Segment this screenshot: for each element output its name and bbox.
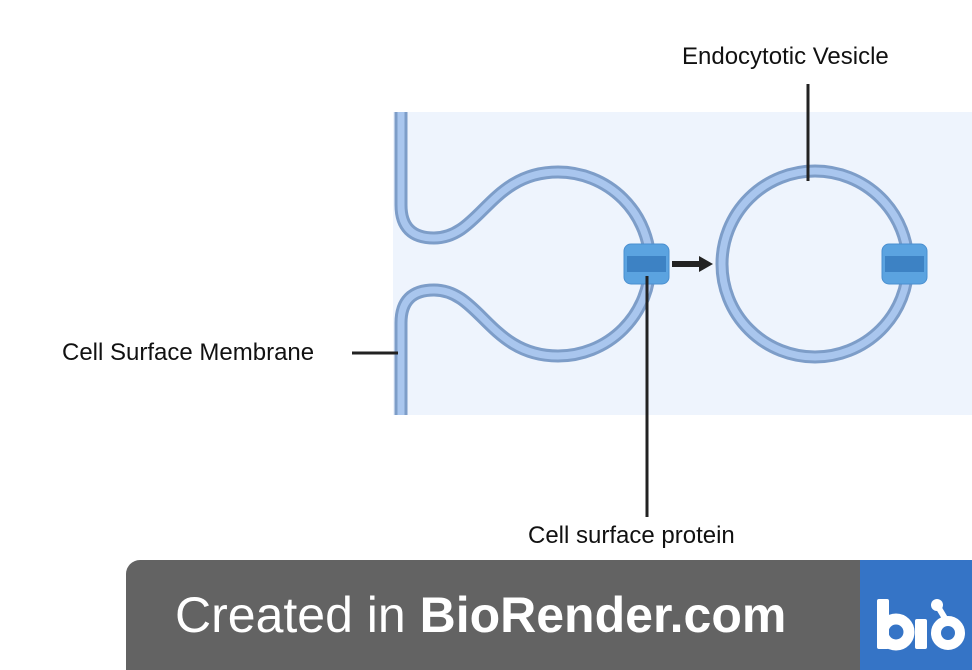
cell-surface-protein [623, 243, 670, 285]
membrane-label: Cell Surface Membrane [62, 339, 315, 366]
footer-text: Created in BioRender.com [175, 586, 786, 644]
vesicle-label: Endocytotic Vesicle [682, 43, 889, 70]
biorender-logo [860, 560, 972, 670]
vesicle-protein [881, 243, 928, 285]
arrow-icon [672, 256, 713, 272]
protein-label: Cell surface protein [528, 522, 735, 549]
biorender-footer: Created in BioRender.com [126, 560, 860, 670]
footer-prefix: Created in [175, 587, 420, 643]
bio-logo-icon [877, 599, 965, 651]
footer-brand: BioRender.com [419, 587, 787, 643]
